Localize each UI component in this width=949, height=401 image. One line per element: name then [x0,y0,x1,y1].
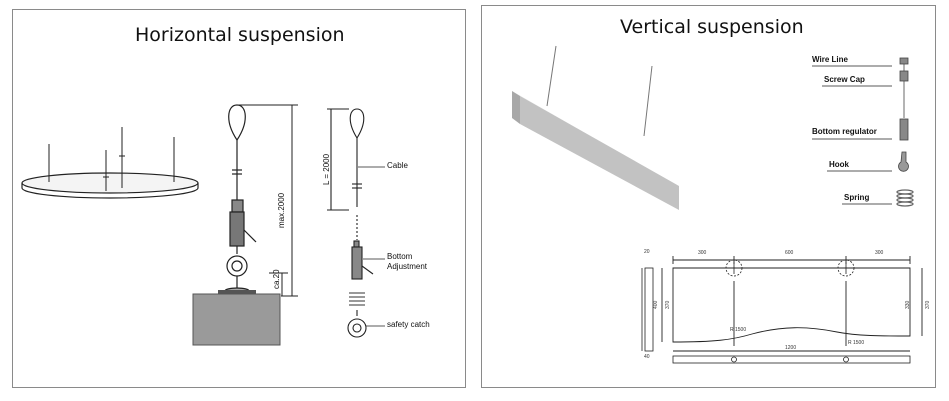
horizontal-suspension-title: Horizontal suspension [135,24,345,46]
part-label-wire-line: Wire Line [812,55,848,64]
dim-radius-left: R 1500 [730,327,747,333]
clearance-label: ca.20 [272,269,281,289]
vertical-suspension-drawing [512,45,923,364]
dim-top-mid: 600 [785,250,794,256]
round-luminaire [21,172,199,199]
profile-side-view [641,267,654,352]
dim-length: 1200 [785,345,797,351]
part-label-screw-cap: Screw Cap [824,75,865,84]
dim-side-370-left: 370 [665,300,671,309]
dim-side-330: 330 [905,300,911,309]
suspension-assembly [224,104,257,295]
horizontal-suspension-drawing [21,104,385,346]
max-length-dimension [237,104,298,297]
cable-assembly [327,108,374,338]
part-underlines [812,65,892,205]
disc-suspension-wires [48,127,175,191]
cable-length-label: L = 2000 [322,153,331,185]
ceiling-block [192,290,281,346]
dim-top-right: 300 [875,250,884,256]
callout-lines [358,166,385,327]
vertical-suspension-title: Vertical suspension [620,16,804,38]
profile-front-view [661,256,923,352]
dim-radius-right: R 1500 [848,340,865,346]
linear-luminaire [512,91,679,210]
dim-side-370-right: 370 [925,300,931,309]
bar-suspension-wires [546,45,653,137]
profile-top-view [672,355,911,364]
dim-thickness-top: 20 [644,249,650,255]
part-label-hook: Hook [829,160,849,169]
vertical-suspension-panel: Vertical suspension [481,5,936,388]
bottom-adjustment-label-line2: Adjustment [387,262,428,271]
part-label-spring: Spring [844,193,870,202]
horizontal-suspension-panel: Horizontal suspension [12,9,466,388]
part-label-bottom-regulator: Bottom regulator [812,127,877,136]
dim-side-400: 400 [653,300,659,309]
suspension-point-markers [725,259,855,277]
dim-top-left: 300 [698,250,707,256]
bottom-adjustment-label-line1: Bottom [387,252,413,261]
safety-catch-label: safety catch [387,320,430,329]
max-length-label: max.2000 [277,192,286,228]
dim-thickness-bottom: 40 [644,354,650,360]
cable-label: Cable [387,161,408,170]
part-icons [896,57,914,207]
